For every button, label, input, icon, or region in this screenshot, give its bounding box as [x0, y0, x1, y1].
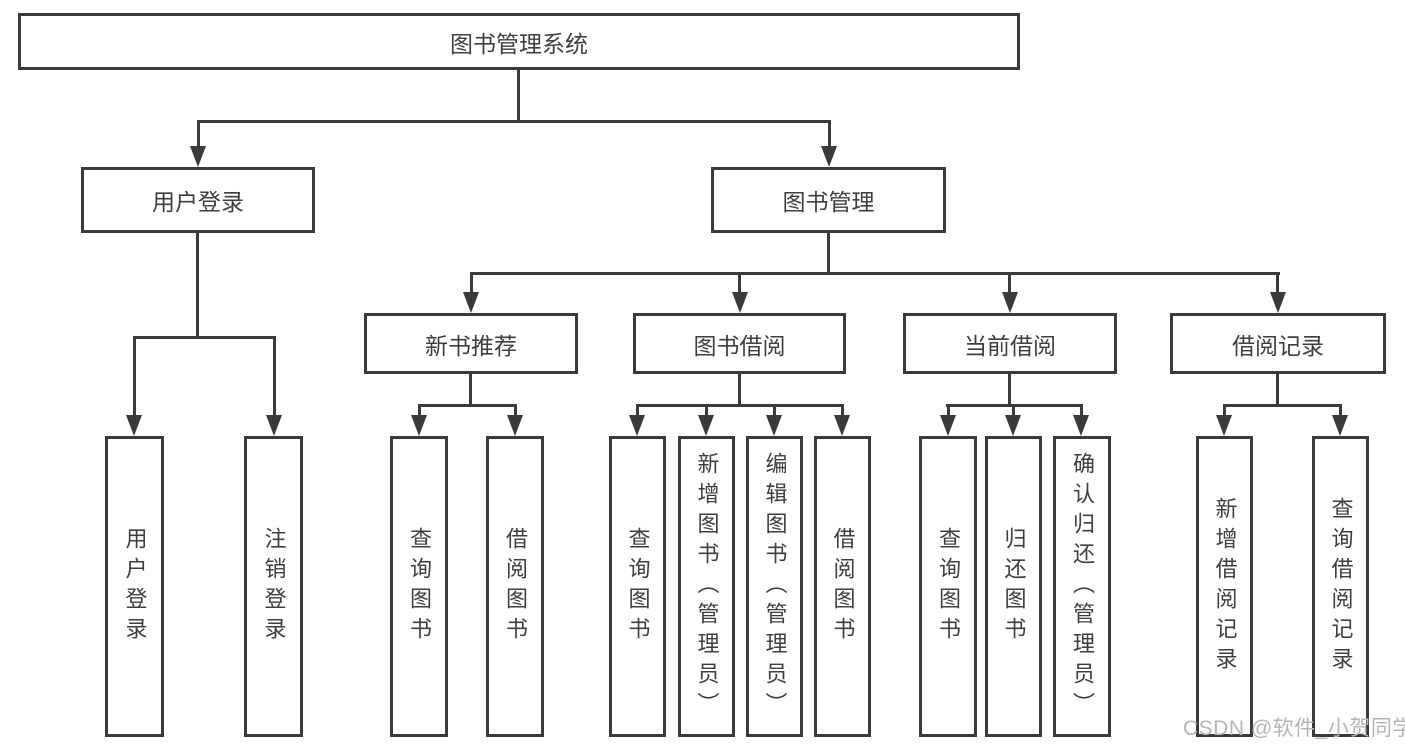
node-book-borrow: 图书借阅 [633, 313, 846, 374]
leaf-query-books-borrow: 查询图书 [609, 436, 666, 737]
arrow-down-icon [940, 415, 956, 436]
leaf-query-books-current: 查询图书 [919, 436, 977, 737]
leaf-borrow-books: 借阅图书 [814, 436, 871, 737]
arrow-down-icon [507, 415, 523, 436]
leaf-return-books: 归还图书 [985, 436, 1042, 737]
connector [418, 405, 421, 417]
connector [470, 272, 1280, 275]
arrow-down-icon [190, 146, 206, 167]
connector [133, 339, 136, 416]
connector [947, 405, 950, 417]
connector [418, 404, 517, 407]
node-new-book-recommend: 新书推荐 [364, 313, 578, 374]
connector [636, 405, 639, 417]
connector [133, 336, 276, 339]
connector [469, 374, 472, 406]
node-library-management-system: 图书管理系统 [18, 13, 1020, 70]
arrow-down-icon [766, 415, 782, 436]
connector [1223, 404, 1342, 407]
node-book-management: 图书管理 [711, 167, 946, 233]
connector [470, 275, 473, 294]
leaf-borrow-books-recommend: 借阅图书 [486, 436, 544, 737]
leaf-confirm-return-admin: 确认归还（管理员） [1053, 436, 1111, 737]
connector [738, 275, 741, 294]
connector [636, 404, 844, 407]
arrow-down-icon [698, 415, 714, 436]
connector [1012, 405, 1015, 417]
watermark: CSDN @软件_小贺同学 [1183, 717, 1405, 740]
arrow-down-icon [629, 415, 645, 436]
leaf-query-books-recommend: 查询图书 [390, 436, 448, 737]
connector [1276, 275, 1279, 294]
leaf-query-borrow-record: 查询借阅记录 [1312, 436, 1369, 737]
connector [1276, 374, 1279, 406]
leaf-logout: 注销登录 [244, 436, 303, 737]
arrow-down-icon [126, 415, 142, 436]
connector [197, 120, 831, 123]
arrow-down-icon [821, 146, 837, 167]
connector [827, 233, 830, 275]
arrow-down-icon [732, 292, 748, 313]
connector [705, 405, 708, 417]
arrow-down-icon [1073, 415, 1089, 436]
node-current-borrow: 当前借阅 [903, 313, 1117, 374]
leaf-edit-book-admin: 编辑图书（管理员） [746, 436, 803, 737]
leaf-add-borrow-record: 新增借阅记录 [1196, 436, 1253, 737]
connector [273, 339, 276, 416]
connector [1008, 374, 1011, 406]
arrow-down-icon [1270, 292, 1286, 313]
connector [514, 405, 517, 417]
arrow-down-icon [266, 415, 282, 436]
connector [1008, 275, 1011, 294]
node-borrow-records: 借阅记录 [1170, 313, 1386, 374]
connector [828, 123, 831, 148]
node-user-login: 用户登录 [81, 167, 315, 233]
arrow-down-icon [1002, 292, 1018, 313]
connector [1339, 405, 1342, 417]
arrow-down-icon [834, 415, 850, 436]
connector [773, 405, 776, 417]
connector [738, 374, 741, 406]
connector [196, 233, 199, 338]
arrow-down-icon [1005, 415, 1021, 436]
connector [1080, 405, 1083, 417]
arrow-down-icon [411, 415, 427, 436]
connector [197, 123, 200, 148]
arrow-down-icon [463, 292, 479, 313]
leaf-user-login: 用户登录 [105, 436, 164, 737]
connector [517, 70, 520, 122]
connector [841, 405, 844, 417]
leaf-add-book-admin: 新增图书（管理员） [678, 436, 735, 737]
arrow-down-icon [1332, 415, 1348, 436]
arrow-down-icon [1216, 415, 1232, 436]
connector [1223, 405, 1226, 417]
